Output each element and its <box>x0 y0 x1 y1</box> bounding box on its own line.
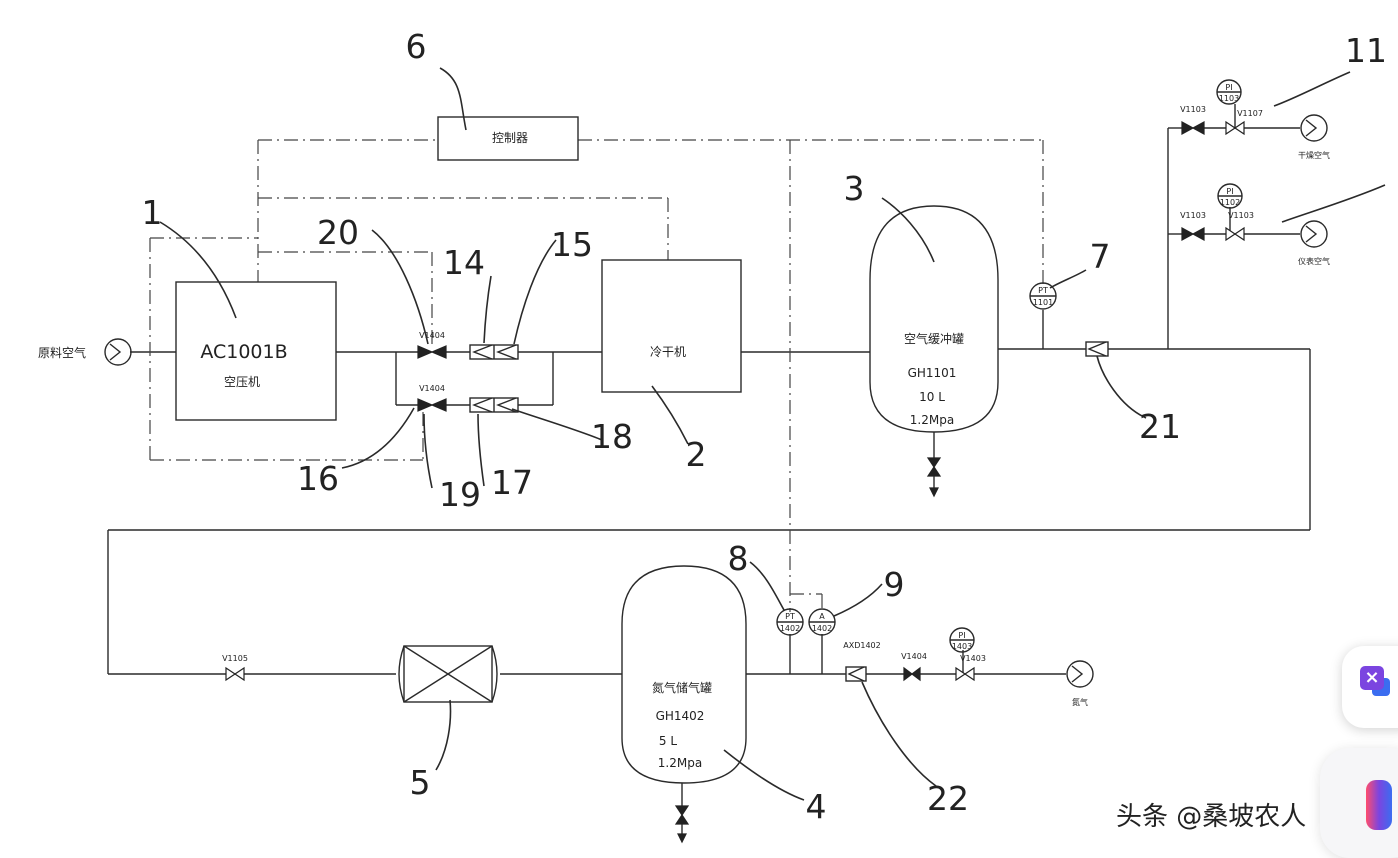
svg-text:1402: 1402 <box>812 624 832 633</box>
svg-text:PT: PT <box>1038 286 1048 295</box>
pressure-transmitter-7-icon: PT 1101 <box>1029 282 1057 310</box>
dry-air-outlet-icon <box>1300 114 1328 142</box>
n2-tank-drain-valve-icon <box>674 805 690 844</box>
svg-text:控制器: 控制器 <box>492 131 528 145</box>
callout-11: 11 <box>1345 31 1387 70</box>
adsorber-vessel <box>398 645 498 703</box>
svg-text:V1404: V1404 <box>901 652 927 661</box>
svg-text:V1107: V1107 <box>1237 109 1263 118</box>
dry-air-label: 干燥空气 <box>1298 150 1330 160</box>
svg-text:V1403: V1403 <box>960 654 986 663</box>
callout-5: 5 <box>410 763 431 802</box>
air-buffer-tank: 空气缓冲罐 GH1101 10 L 1.2Mpa <box>869 205 999 433</box>
svg-text:PI: PI <box>1226 187 1233 196</box>
callout-3: 3 <box>844 169 865 208</box>
callout-15: 15 <box>551 225 593 264</box>
valve-mid-a-icon: V1103 <box>1180 211 1206 242</box>
callout-4: 4 <box>806 787 827 826</box>
svg-text:空压机: 空压机 <box>224 375 260 389</box>
instrument-air-label: 仪表空气 <box>1298 256 1330 266</box>
callout-9: 9 <box>884 565 905 604</box>
process-lines <box>107 104 1311 806</box>
svg-text:10 L: 10 L <box>919 390 945 404</box>
pressure-transmitter-8-icon: PT 1402 <box>776 608 804 636</box>
leader-lines <box>159 67 1386 801</box>
nitrogen-label: 氮气 <box>1072 697 1088 707</box>
check-valves-17-18-icon <box>469 397 519 413</box>
svg-text:A: A <box>819 612 825 621</box>
callout-numbers: 1 2 3 4 5 6 7 8 9 11 14 15 16 17 18 19 2… <box>142 27 1388 826</box>
svg-text:V1404: V1404 <box>419 331 445 340</box>
instrument-air-outlet-icon <box>1300 220 1328 248</box>
raw-air-label: 原料空气 <box>38 345 86 360</box>
valve-19-icon: V1404 <box>417 384 447 412</box>
compressor-ac1001b: AC1001B 空压机 <box>175 281 337 421</box>
valve-mid-b-icon: V1103 <box>1225 211 1254 242</box>
translate-glyph: × <box>1360 666 1384 690</box>
assistant-glyph <box>1366 780 1392 830</box>
translate-icon[interactable]: × <box>1342 646 1398 728</box>
callout-8: 8 <box>728 539 749 578</box>
nitrogen-outlet-icon <box>1066 660 1094 688</box>
svg-text:AXD1402: AXD1402 <box>843 641 880 650</box>
raw-air-inlet-icon <box>104 338 132 366</box>
callout-21: 21 <box>1139 407 1181 446</box>
svg-text:PT: PT <box>785 612 795 621</box>
valve-n2-a-icon: V1404 <box>901 652 927 682</box>
svg-text:GH1101: GH1101 <box>908 366 957 380</box>
callout-17: 17 <box>491 463 533 502</box>
svg-text:1403: 1403 <box>952 642 972 651</box>
assistant-icon[interactable] <box>1320 748 1398 858</box>
svg-text:V1103: V1103 <box>1180 105 1206 114</box>
svg-text:空气缓冲罐: 空气缓冲罐 <box>904 331 964 346</box>
valve-left-icon: V1105 <box>222 654 248 682</box>
watermark-text: 头条 @桑坡农人 <box>1116 802 1307 832</box>
svg-text:1103: 1103 <box>1219 94 1239 103</box>
svg-text:PI: PI <box>958 631 965 640</box>
valve-n2-b-icon: V1403 <box>955 654 986 682</box>
svg-text:1.2Mpa: 1.2Mpa <box>658 756 702 770</box>
svg-text:1101: 1101 <box>1033 298 1053 307</box>
svg-text:1.2Mpa: 1.2Mpa <box>910 413 954 427</box>
callout-7: 7 <box>1090 237 1111 276</box>
callout-19: 19 <box>439 475 481 514</box>
pressure-gauge-top-icon: PI 1103 <box>1216 79 1242 105</box>
callout-18: 18 <box>591 417 633 456</box>
callout-22: 22 <box>927 779 969 818</box>
svg-text:氮气储气罐: 氮气储气罐 <box>652 680 712 695</box>
callout-20: 20 <box>317 213 359 252</box>
callout-14: 14 <box>443 243 485 282</box>
valve-top-b-icon: V1107 <box>1225 109 1263 136</box>
signal-lines <box>149 139 1044 612</box>
pressure-gauge-n2-icon: PI 1403 <box>949 627 975 653</box>
check-valve-22-icon: AXD1402 <box>843 641 881 682</box>
callout-1: 1 <box>142 193 163 232</box>
svg-text:V1103: V1103 <box>1228 211 1254 220</box>
svg-text:V1404: V1404 <box>419 384 445 393</box>
svg-text:5 L: 5 L <box>659 734 677 748</box>
valve-top-a-icon: V1103 <box>1180 105 1206 136</box>
svg-text:冷干机: 冷干机 <box>650 345 686 359</box>
svg-text:1102: 1102 <box>1220 198 1240 207</box>
svg-text:PI: PI <box>1225 83 1232 92</box>
callout-2: 2 <box>686 435 707 474</box>
air-tank-drain-valve-icon <box>926 457 942 498</box>
controller-box: 控制器 <box>437 116 579 161</box>
callout-16: 16 <box>297 459 339 498</box>
analyzer-9-icon: A 1402 <box>808 608 836 636</box>
svg-text:1402: 1402 <box>780 624 800 633</box>
svg-text:GH1402: GH1402 <box>656 709 705 723</box>
refrigerated-dryer: 冷干机 <box>601 259 742 393</box>
check-valves-14-15-icon <box>469 344 519 360</box>
svg-text:V1105: V1105 <box>222 654 248 663</box>
callout-6: 6 <box>406 27 427 66</box>
svg-text:V1103: V1103 <box>1180 211 1206 220</box>
svg-text:AC1001B: AC1001B <box>200 341 287 363</box>
nitrogen-storage-tank: 氮气储气罐 GH1402 5 L 1.2Mpa <box>621 565 747 784</box>
valve-20-icon: V1404 <box>417 331 447 359</box>
check-valve-21-icon <box>1085 341 1109 357</box>
pressure-gauge-mid-icon: PI 1102 <box>1217 183 1243 209</box>
